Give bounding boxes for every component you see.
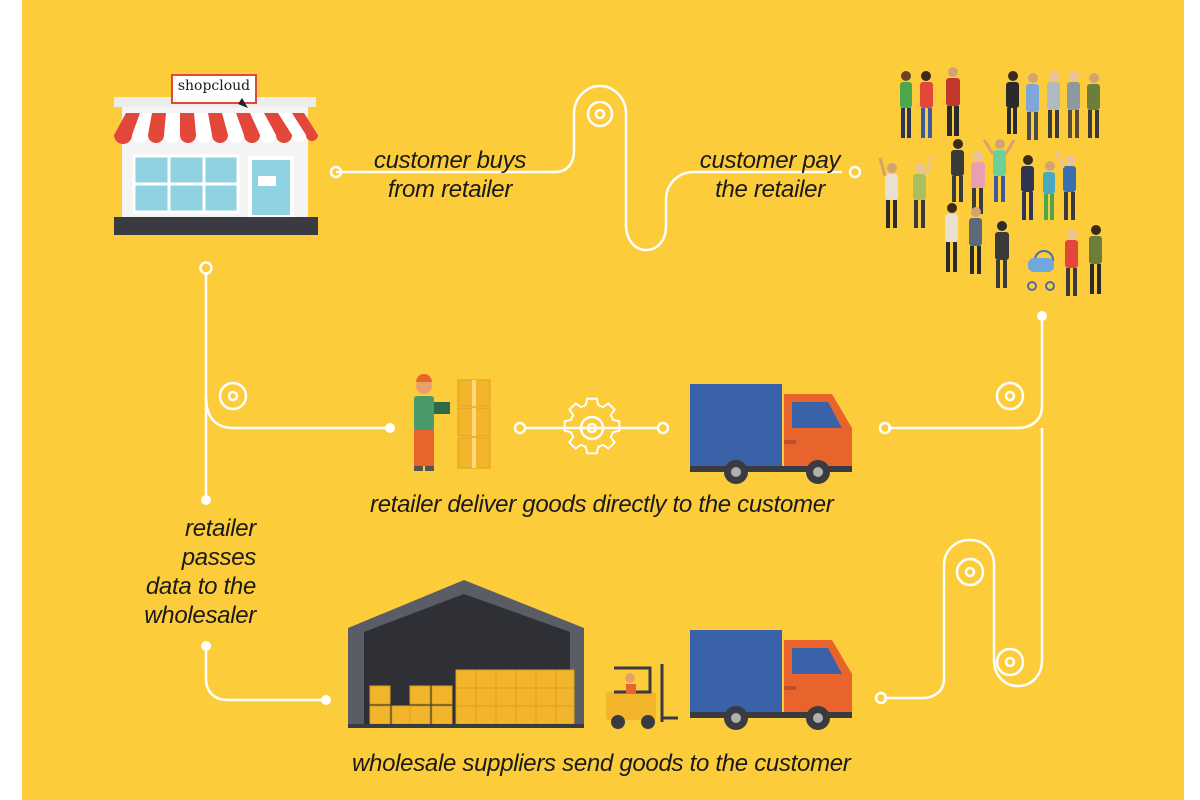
diagram-canvas: shopcloud customer buys from retailer cu… bbox=[22, 0, 1184, 800]
forklift-icon bbox=[606, 664, 678, 729]
flow-lines bbox=[114, 67, 1102, 730]
flow-line-top bbox=[336, 84, 842, 252]
label-retailer-passes: retailer passes data to the wholesaler bbox=[144, 515, 256, 629]
delivery-truck-icon bbox=[690, 384, 852, 484]
label-customer-pay: customer pay the retailer bbox=[699, 147, 841, 203]
flow-line-bottom-left bbox=[204, 650, 322, 702]
label-customer-buys: customer buys from retailer bbox=[373, 147, 527, 203]
label-wholesale-send: wholesale suppliers send goods to the cu… bbox=[352, 750, 851, 777]
flow-line-lower-right bbox=[884, 520, 1044, 700]
shop-icon bbox=[114, 74, 318, 235]
label-retailer-deliver: retailer deliver goods directly to the c… bbox=[370, 491, 834, 518]
delivery-truck-icon bbox=[690, 630, 852, 730]
flow-line-right bbox=[888, 318, 1044, 430]
crowd-icon bbox=[878, 67, 1102, 296]
warehouse-icon bbox=[348, 580, 584, 728]
gear-icon bbox=[563, 397, 621, 455]
shop-sign: shopcloud bbox=[177, 78, 251, 94]
worker-with-boxes-icon bbox=[414, 374, 491, 471]
